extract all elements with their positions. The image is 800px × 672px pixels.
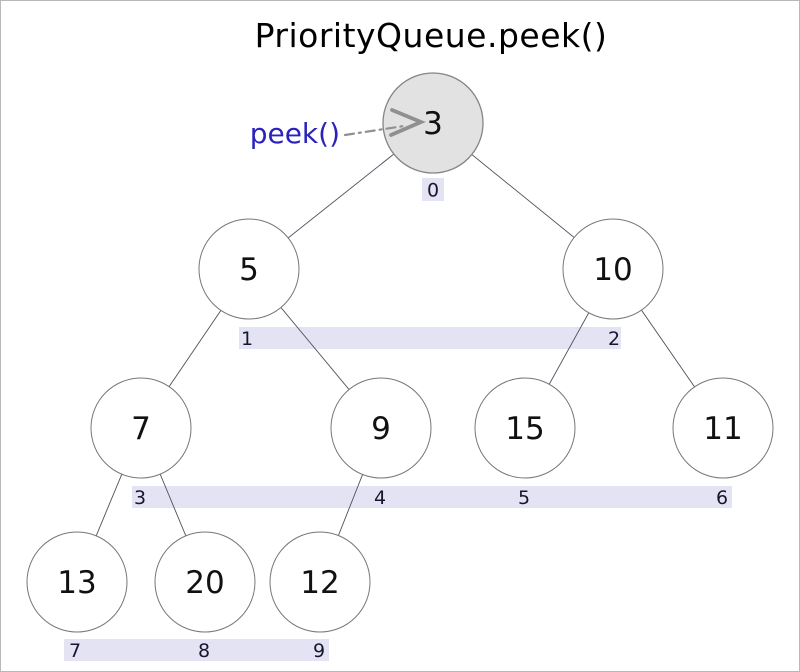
tree-node — [198, 218, 300, 320]
tree-node-value: 5 — [239, 252, 259, 288]
tree-node — [330, 377, 432, 479]
index-strip — [422, 178, 444, 201]
array-index-label: 6 — [716, 487, 728, 509]
tree-node-highlighted — [382, 72, 484, 174]
array-index-label: 3 — [134, 487, 146, 509]
peek-arrowhead-icon — [389, 108, 426, 137]
index-strip — [64, 639, 329, 661]
tree-node-value: 10 — [593, 252, 632, 288]
tree-node — [269, 531, 371, 633]
index-strip — [132, 486, 732, 508]
array-index-label: 5 — [518, 487, 530, 509]
tree-node-value: 20 — [185, 565, 224, 601]
tree-node — [26, 531, 128, 633]
index-strip — [239, 327, 621, 349]
tree-node-value: 12 — [300, 565, 339, 601]
tree-node-value: 3 — [423, 106, 443, 142]
tree-node — [90, 377, 192, 479]
peek-annotation-label: peek() — [249, 117, 340, 150]
tree-node — [672, 377, 774, 479]
array-index-label: 0 — [427, 180, 439, 202]
tree-node-value: 11 — [703, 411, 742, 447]
array-index-label: 2 — [608, 328, 620, 350]
tree-node-value: 7 — [131, 411, 151, 447]
array-index-label: 7 — [69, 640, 81, 662]
array-index-label: 1 — [241, 328, 253, 350]
tree-node — [562, 218, 664, 320]
tree-node-value: 9 — [371, 411, 391, 447]
tree-node-value: 13 — [57, 565, 96, 601]
array-index-label: 4 — [374, 487, 386, 509]
array-index-label: 8 — [198, 640, 210, 662]
tree-node — [474, 377, 576, 479]
array-index-label: 9 — [313, 640, 325, 662]
tree-node — [154, 531, 256, 633]
figure-title: PriorityQueue.peek() — [254, 16, 608, 55]
tree-node-value: 15 — [505, 411, 544, 447]
peek-arrow-shaft — [343, 124, 406, 137]
